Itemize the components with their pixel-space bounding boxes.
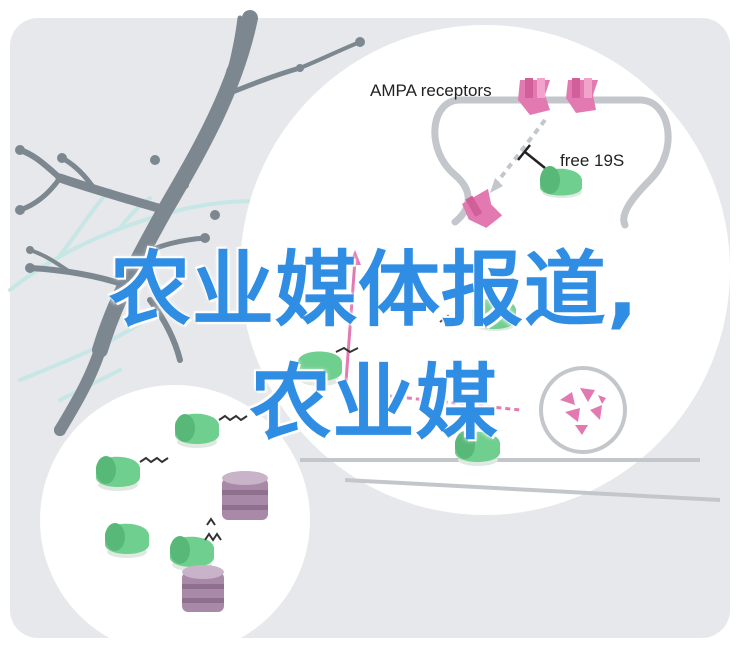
- internalized-receptor: [462, 188, 503, 228]
- inhibition-mark: [517, 144, 546, 169]
- soma-magnified-circle: [40, 385, 310, 655]
- soma-20s-barrel-2: [182, 565, 224, 612]
- trafficking-arrowhead: [349, 250, 361, 265]
- overlay-title-line-2: 农业媒: [249, 356, 499, 451]
- overlay-title-line-1: 农业媒体报道,: [108, 243, 640, 338]
- degraded-fragments: [560, 388, 606, 435]
- endocytosis-arrow: [493, 118, 547, 187]
- endocytosis-arrowhead: [490, 178, 503, 193]
- free-19s-label: free 19S: [560, 151, 624, 170]
- soma-proteasome-3: [105, 523, 149, 558]
- soma-20s-barrel-1: [222, 471, 268, 520]
- ubiquitin-chain: [335, 314, 463, 354]
- trafficking-arrow-up: [343, 259, 357, 396]
- proteasome-mid: [472, 298, 516, 331]
- proteasome-low: [455, 431, 500, 466]
- ampa-receptor-1: [518, 78, 550, 115]
- membrane-bottom-2: [344, 478, 721, 502]
- soma-proteasome-2: [96, 456, 169, 491]
- ampa-receptors-label: AMPA receptors: [370, 81, 492, 100]
- soma-proteasome-1: [175, 413, 248, 448]
- proteasome-left: [298, 351, 342, 386]
- free-19s-proteasome: [540, 166, 582, 198]
- tree-nodes: [15, 37, 365, 436]
- ampa-receptor-2: [566, 78, 598, 113]
- trafficking-arrow: [379, 393, 521, 412]
- lysosome-circle: [539, 366, 627, 454]
